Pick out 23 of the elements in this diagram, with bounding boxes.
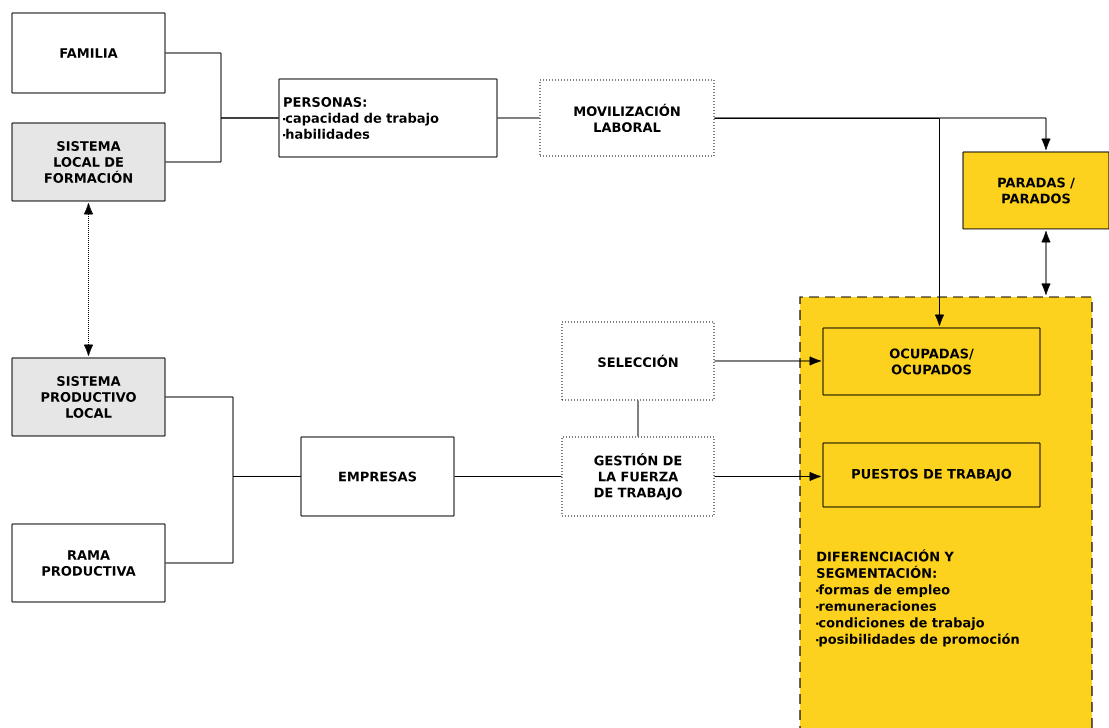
- selection-box: SELECCIÓN: [561, 321, 715, 401]
- mobilization-box: MOVILIZACIÓN LABORAL: [539, 79, 715, 157]
- arrow: [83, 203, 94, 356]
- companies-box: EMPRESAS: [300, 436, 455, 517]
- people-box: PERSONAS: capacidad de trabajo habilidades: [278, 78, 498, 158]
- connector-line: [165, 117, 279, 163]
- connector-line: [165, 476, 301, 564]
- arrow: [714, 118, 945, 326]
- workforce-management-box: GESTIÓN DE LA FUERZA DE TRABAJO: [561, 436, 715, 517]
- industry-box: RAMA PRODUCTIVA: [11, 523, 166, 603]
- unemployed-box: PARADAS / PARADOS: [962, 151, 1109, 230]
- training-system-box: SISTEMA LOCAL DE FORMACIÓN: [11, 122, 166, 202]
- family-box: FAMILIA: [11, 12, 166, 94]
- arrow: [1041, 231, 1051, 295]
- arrow: [714, 117, 1051, 150]
- production-system-box: SISTEMA PRODUCTIVO LOCAL: [11, 357, 166, 437]
- connector-line: [497, 117, 540, 119]
- arrow: [714, 356, 821, 366]
- arrow: [714, 471, 821, 482]
- jobs-box: PUESTOS DE TRABAJO: [822, 442, 1041, 508]
- connector-line: [637, 400, 639, 437]
- connector-line: [454, 476, 562, 477]
- employed-box: OCUPADAS/ OCUPADOS: [822, 327, 1041, 396]
